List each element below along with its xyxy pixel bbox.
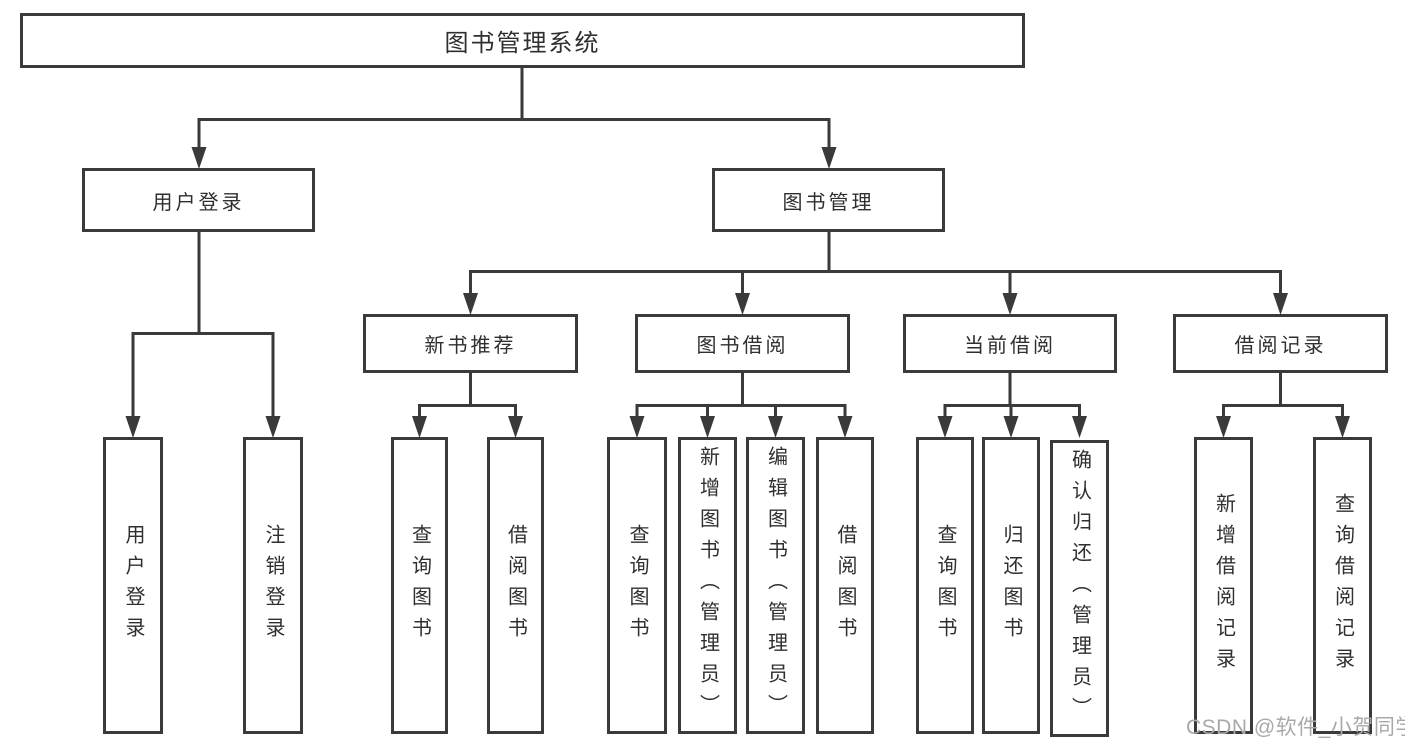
- leaf-borrow-books-recommend: 借阅图书: [487, 437, 544, 734]
- leaf-add-books-admin: 新增图书（管理员）: [678, 437, 737, 734]
- node-label: 新增图书（管理员）: [696, 446, 719, 725]
- leaf-return-books: 归还图书: [982, 437, 1040, 734]
- leaf-user-login: 用户登录: [103, 437, 163, 734]
- node-book-management: 图书管理: [712, 168, 945, 232]
- node-user-login: 用户登录: [82, 168, 315, 232]
- node-label: 查询图书: [626, 523, 648, 648]
- watermark-text: CSDN @软件_小贺同学: [1186, 716, 1405, 739]
- node-label: 注销登录: [262, 523, 284, 648]
- leaf-query-books-borrow: 查询图书: [607, 437, 667, 734]
- node-label: 新书推荐: [424, 335, 517, 357]
- leaf-query-books-recommend: 查询图书: [391, 437, 448, 734]
- node-label: 图书管理: [782, 191, 875, 214]
- node-label: 确认归还（管理员）: [1068, 449, 1091, 728]
- node-label: 查询图书: [934, 523, 956, 648]
- node-label: 编辑图书（管理员）: [764, 446, 787, 725]
- leaf-confirm-return-admin: 确认归还（管理员）: [1050, 440, 1109, 737]
- node-label: 用户登录: [152, 191, 245, 214]
- node-label: 当前借阅: [964, 335, 1056, 357]
- node-label: 图书管理系统: [444, 30, 601, 57]
- node-library-system: 图书管理系统: [20, 13, 1025, 68]
- node-label: 查询图书: [408, 523, 431, 648]
- node-label: 用户登录: [122, 523, 144, 648]
- node-label: 查询借阅记录: [1331, 492, 1354, 679]
- leaf-borrow-books: 借阅图书: [816, 437, 874, 734]
- node-book-borrowing: 图书借阅: [635, 314, 850, 373]
- leaf-query-books-current: 查询图书: [916, 437, 974, 734]
- node-borrow-records: 借阅记录: [1173, 314, 1388, 373]
- leaf-query-borrow-record: 查询借阅记录: [1313, 437, 1372, 734]
- node-new-book-recommendation: 新书推荐: [363, 314, 578, 373]
- node-label: 归还图书: [1000, 523, 1022, 648]
- node-label: 图书借阅: [696, 335, 789, 357]
- leaf-edit-books-admin: 编辑图书（管理员）: [746, 437, 805, 734]
- node-current-borrowing: 当前借阅: [903, 314, 1117, 373]
- leaf-logout: 注销登录: [243, 437, 303, 734]
- node-label: 借阅图书: [504, 523, 527, 648]
- node-label: 新增借阅记录: [1212, 492, 1235, 679]
- node-label: 借阅图书: [834, 523, 856, 648]
- node-label: 借阅记录: [1234, 335, 1327, 357]
- leaf-add-borrow-record: 新增借阅记录: [1194, 437, 1253, 734]
